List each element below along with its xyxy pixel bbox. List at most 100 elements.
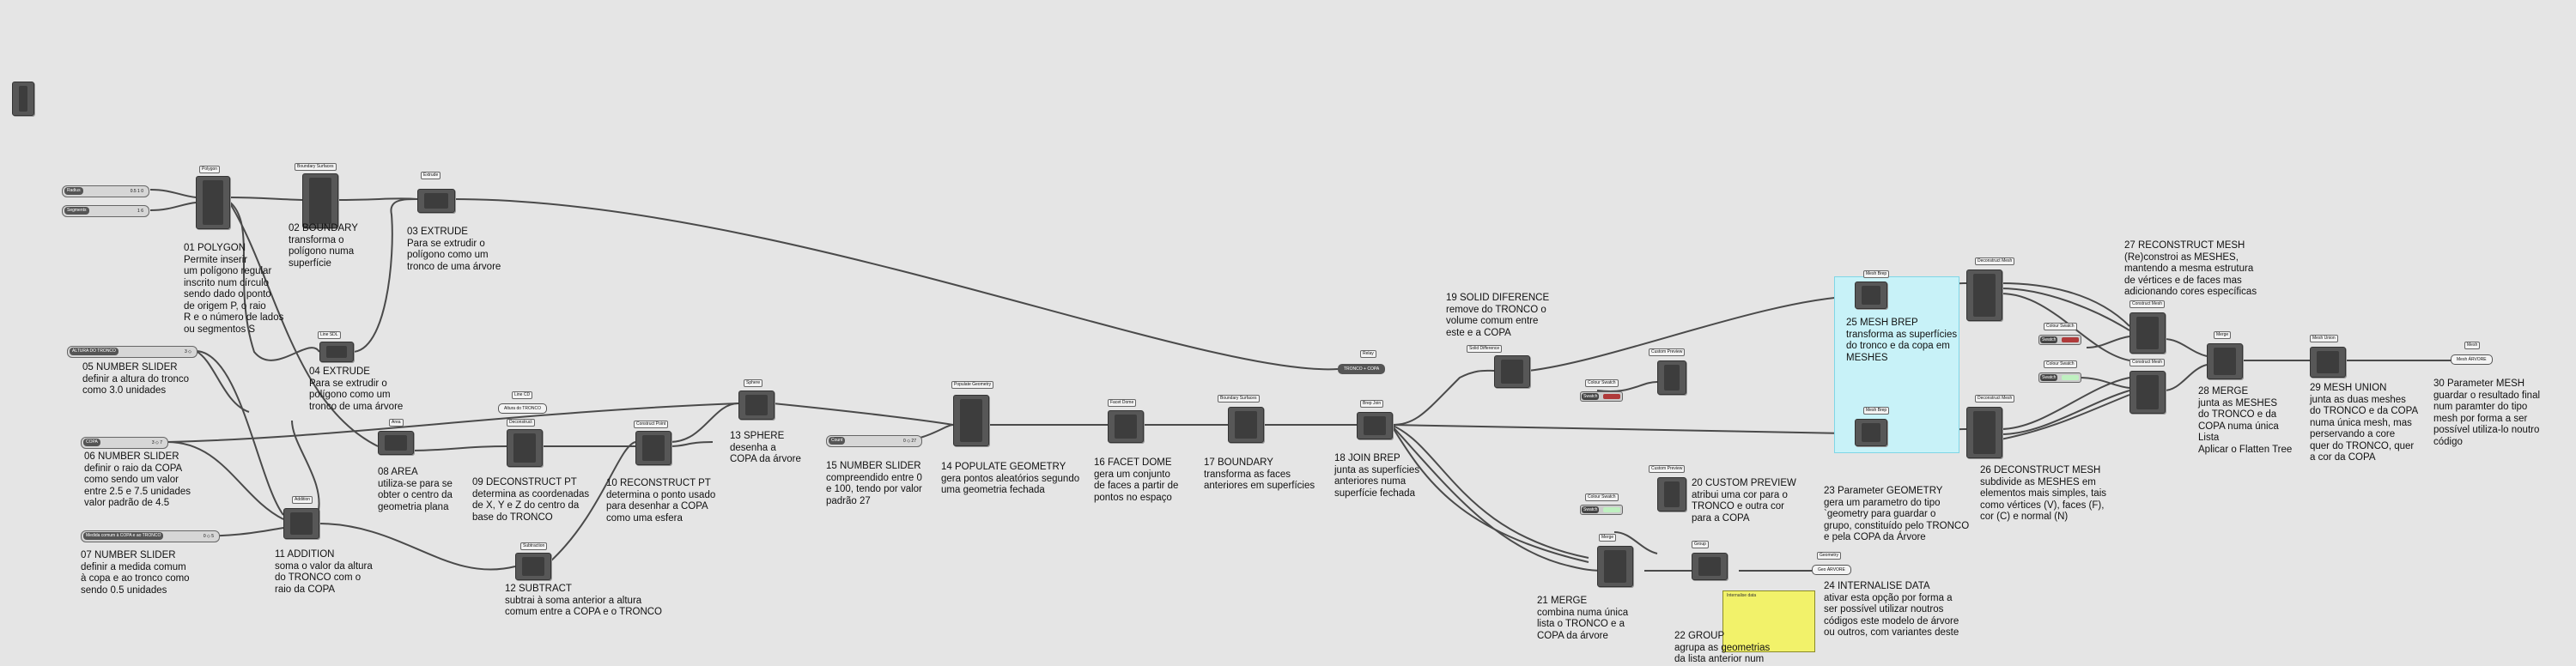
- medida-slider-value: 0 ◇ 5: [203, 534, 214, 539]
- mesh-union-tag: Mesh Union: [2310, 335, 2338, 342]
- boundary2-component[interactable]: [1228, 407, 1264, 443]
- copa-slider[interactable]: COPA 3 ◇ 7: [81, 437, 168, 449]
- geo-arvore-param[interactable]: Geo ÁRVORE: [1812, 565, 1851, 575]
- line-cd-tag: Line CD: [512, 391, 533, 399]
- colour4-tag: Colour Swatch: [2044, 360, 2077, 368]
- swatch-green2-color: [2062, 375, 2079, 380]
- subtract-component[interactable]: [515, 553, 551, 580]
- mesh-union-component[interactable]: [2310, 347, 2346, 378]
- custom-preview1-component[interactable]: [1657, 360, 1686, 395]
- boundary1-component[interactable]: [302, 173, 338, 228]
- note-line: Permite inserir: [184, 254, 248, 265]
- note-line: TRONCO e outra cor: [1692, 501, 1784, 512]
- note-line: 25 MESH BREP: [1846, 318, 1918, 328]
- altura-tronco-param[interactable]: Altura do TRONCO: [498, 403, 547, 414]
- note-line: sendo dado o ponto: [184, 289, 271, 300]
- mesh-brep1-component[interactable]: [1855, 282, 1887, 309]
- note-line: raio da COPA: [275, 584, 336, 595]
- count-slider[interactable]: Count 0 ◇ 27: [826, 435, 922, 447]
- note-line: Para se extrudir o: [407, 238, 485, 249]
- note-line: 27 RECONSTRUCT MESH: [2124, 240, 2245, 251]
- const-mesh1-component[interactable]: [2129, 312, 2166, 354]
- note-line: numa única mesh, mas: [2310, 417, 2412, 428]
- note-line: ser possível utilizar noutros: [1824, 604, 1944, 615]
- colour1-tag: Colour Swatch: [1585, 379, 1619, 387]
- radius-slider[interactable]: Radius 0.5 1 0: [62, 185, 149, 197]
- note-line: valor padrão de 4.5: [84, 498, 170, 508]
- facet-tag: Facet Dome: [1108, 399, 1137, 407]
- note-line: polígono como um: [309, 390, 391, 400]
- note-line: e 100, tendo por valor: [826, 484, 922, 494]
- mesh-brep2-tag: Mesh Brep: [1863, 407, 1890, 415]
- group-component[interactable]: [1692, 553, 1728, 580]
- extrude2-tag: Line SDL: [318, 331, 341, 339]
- note-27: 27 RECONSTRUCT MESH(Re)constroi as MESHE…: [2124, 240, 2257, 299]
- medida-slider[interactable]: Medida comum à COPA e ao TRONCO 0 ◇ 5: [81, 530, 220, 542]
- polygon-component[interactable]: [196, 176, 230, 229]
- note-line: definir o raio da COPA: [84, 463, 183, 474]
- note-line: definir a medida comum: [81, 561, 186, 572]
- note-line: cor (C) e normal (N): [1980, 512, 2069, 522]
- isolated-component[interactable]: [12, 82, 34, 116]
- decon-mesh2-component[interactable]: [1966, 407, 2002, 458]
- note-line: inscrito num círculo: [184, 277, 270, 288]
- note-line: ou outros, com variantes deste: [1824, 627, 1959, 638]
- tronco-copa-param[interactable]: TRONCO + COPA: [1338, 364, 1386, 374]
- colour-swatch-red-2[interactable]: Swatch: [2038, 335, 2081, 345]
- extrude2-component[interactable]: [319, 342, 354, 362]
- swatch-red-label: Swatch: [1582, 393, 1600, 400]
- note-line: R e o número de lados: [184, 312, 284, 323]
- decon-mesh1-component[interactable]: [1966, 269, 2002, 321]
- extrude1-component[interactable]: [417, 189, 455, 213]
- note-line: superfície: [289, 257, 331, 269]
- altura-slider[interactable]: ALTURA DO TRONCO 3 ◇: [67, 346, 197, 358]
- const-mesh1-tag: Construct Mesh: [2129, 300, 2166, 308]
- solid-diff-component[interactable]: [1494, 355, 1530, 388]
- mesh-brep-group[interactable]: [1834, 276, 1959, 453]
- boundary1-tag: Boundary Surfaces: [295, 163, 337, 171]
- note-line: agrupa as geometrias: [1674, 642, 1771, 653]
- custom-preview2-component[interactable]: [1657, 477, 1686, 512]
- colour2-tag: Colour Swatch: [1585, 493, 1619, 501]
- addition-component[interactable]: [283, 508, 319, 539]
- segments-slider[interactable]: Segments 1 6: [62, 205, 149, 217]
- decon-mesh2-tag: Deconstruct Mesh: [1975, 395, 2015, 403]
- note-line: como sendo um valor: [84, 475, 179, 485]
- swatch-red2-label: Swatch: [2040, 336, 2058, 343]
- note-line: 22 GROUP: [1674, 631, 1725, 641]
- note-line: para desenhar a COPA: [606, 501, 708, 512]
- note-line: perservando a core: [2310, 429, 2396, 439]
- const-mesh2-component[interactable]: [2129, 371, 2166, 414]
- populate-component[interactable]: [953, 395, 989, 446]
- mesh-brep2-component[interactable]: [1855, 419, 1887, 446]
- tronco-copa-tag: Relay: [1360, 350, 1376, 358]
- facet-component[interactable]: [1108, 410, 1144, 443]
- note-line: tronco de uma árvore: [407, 261, 501, 272]
- note-line: um polígono regular: [184, 266, 272, 276]
- colour-swatch-green[interactable]: Swatch: [1580, 505, 1623, 515]
- note-line: Aplicar o Flatten Tree: [2198, 444, 2293, 455]
- note-line: 30 Parameter MESH: [2433, 378, 2525, 389]
- note-line: base do TRONCO: [472, 512, 553, 523]
- merge1-component[interactable]: [2207, 343, 2243, 379]
- merge2-component[interactable]: [1597, 546, 1633, 587]
- sphere-component[interactable]: [738, 391, 775, 420]
- colour-swatch-red[interactable]: Swatch: [1580, 391, 1623, 402]
- join-component[interactable]: [1357, 412, 1393, 439]
- mesh-arvore-param[interactable]: Mesh ÁRVORE: [2451, 354, 2493, 365]
- construct-component[interactable]: [635, 431, 671, 465]
- area-component[interactable]: [378, 431, 414, 455]
- colour-swatch-green-2[interactable]: Swatch: [2038, 372, 2081, 383]
- deconstruct-component[interactable]: [507, 429, 543, 467]
- internalise-panel[interactable]: Internalise data: [1722, 590, 1815, 652]
